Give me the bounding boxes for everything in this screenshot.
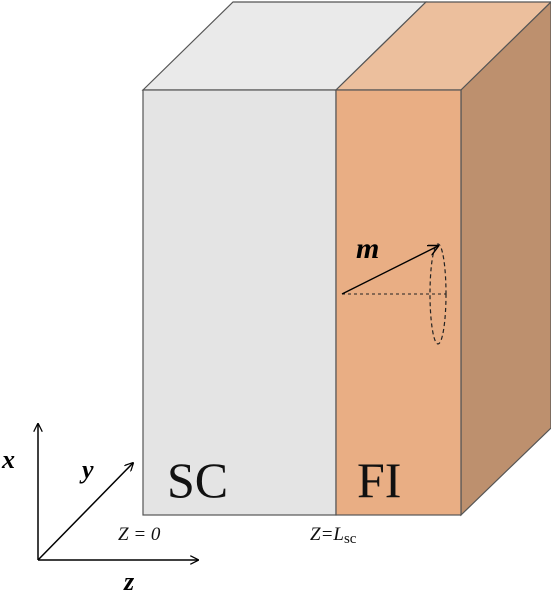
- fi-front-face: [335, 89, 462, 516]
- boundary-zl-main: Z=L: [310, 524, 344, 545]
- magnetization-precession: m: [341, 232, 447, 345]
- coordinate-axes: x y z: [1, 424, 198, 593]
- boundary-z0-label: Z = 0: [118, 524, 161, 545]
- magnetization-vector-arrow: [341, 246, 438, 295]
- z-axis-label: z: [123, 567, 135, 593]
- fi-label: FI: [357, 452, 401, 508]
- x-axis-label: x: [1, 445, 15, 474]
- fi-side-face: [460, 1, 551, 517]
- y-axis-arrow: [37, 463, 133, 561]
- magnetization-label: m: [356, 232, 379, 265]
- sc-label: SC: [167, 452, 228, 508]
- boundary-zl-subscript: sc: [344, 531, 357, 547]
- y-axis-label: y: [79, 455, 94, 484]
- sc-front-face: [142, 89, 337, 516]
- precession-cone-ellipse: [429, 243, 447, 345]
- boundary-zl-label: Z=Lsc: [310, 524, 357, 547]
